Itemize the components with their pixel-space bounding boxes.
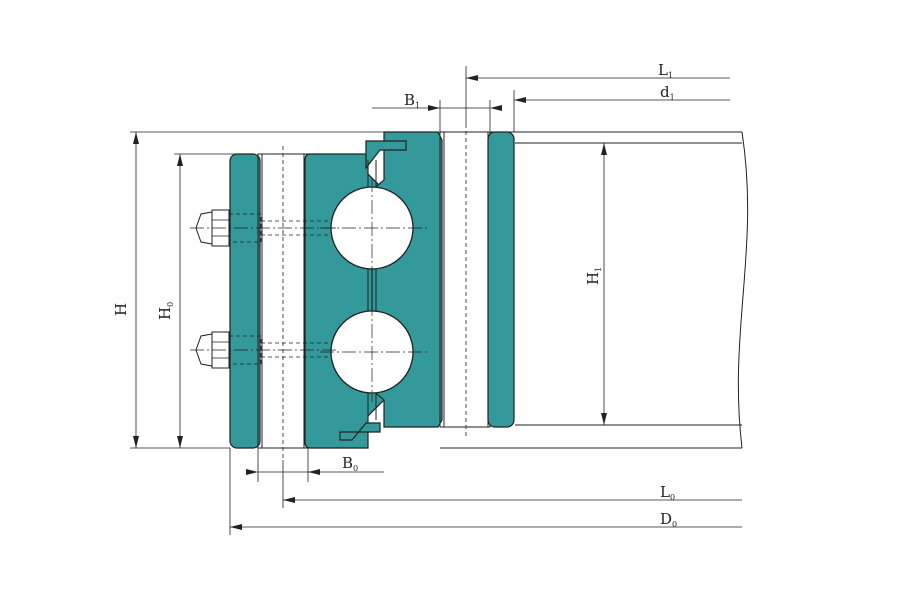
dimension-B1 — [372, 100, 502, 132]
label-B0: B0 — [342, 454, 358, 473]
dimension-H1 — [601, 143, 607, 425]
dimension-L1 — [465, 66, 730, 124]
bolt-upper — [190, 209, 338, 247]
label-H: H — [112, 303, 130, 316]
label-d1: d1 — [660, 83, 675, 102]
outer-ring-flange — [229, 153, 261, 449]
dimension-d1 — [513, 90, 730, 132]
inner-ring-bolt-bore — [439, 131, 491, 428]
top-seal — [365, 140, 407, 170]
label-D0: D0 — [660, 510, 677, 529]
inner-ring-flange — [487, 131, 515, 428]
label-H1: H1 — [584, 267, 603, 285]
label-H0: H0 — [156, 302, 175, 320]
label-B1: B1 — [404, 91, 420, 110]
bolt-lower — [190, 331, 338, 369]
dimension-B0 — [246, 448, 384, 482]
bottom-seal — [339, 422, 381, 441]
label-L0: L0 — [660, 483, 675, 502]
dimension-D0 — [229, 448, 742, 535]
dimension-L0 — [282, 460, 742, 508]
balls — [320, 160, 430, 420]
inner-ring — [371, 124, 515, 437]
label-L1: L1 — [658, 61, 673, 80]
dimension-H0 — [174, 153, 236, 448]
gear-hub-outline — [440, 131, 749, 449]
seals — [339, 140, 407, 441]
break-line — [737, 131, 749, 449]
